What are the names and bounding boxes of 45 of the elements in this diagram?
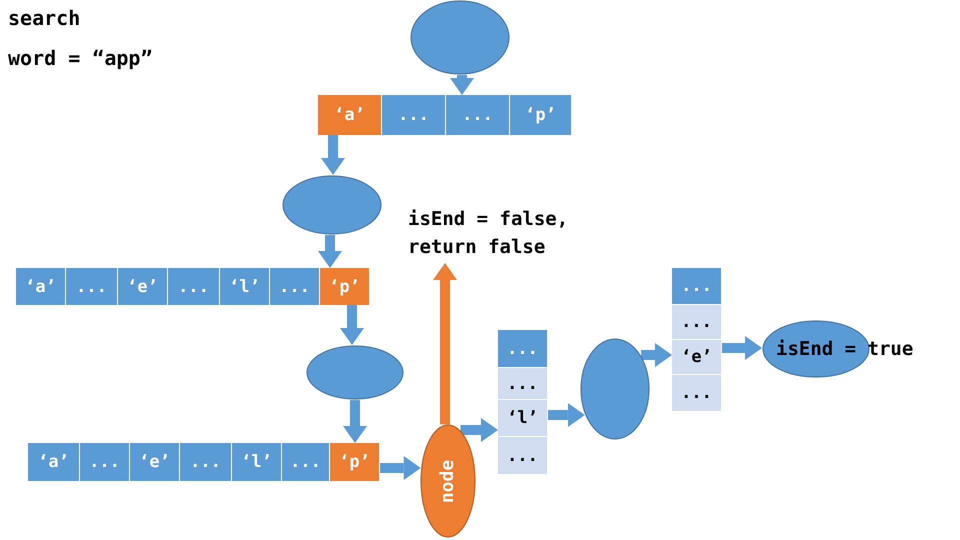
array-cell: ... xyxy=(446,95,510,135)
block-arrow xyxy=(450,74,474,95)
block-arrow xyxy=(460,418,498,442)
array-cell: ... xyxy=(66,268,118,305)
array-cell: ... xyxy=(168,268,220,305)
array-cell: ‘l’ xyxy=(232,443,282,481)
array-cell: ... xyxy=(498,437,548,475)
array-cell: ... xyxy=(80,443,130,481)
array-cell: ‘a’ xyxy=(16,268,66,305)
array-cell: ... xyxy=(498,368,548,400)
block-arrow xyxy=(343,400,367,443)
trie-node-ellipse xyxy=(282,175,382,235)
array-cell: ‘p’ xyxy=(330,443,380,481)
array-cell: ‘e’ xyxy=(130,443,180,481)
array-cell: ‘l’ xyxy=(220,268,270,305)
array-cell: ‘l’ xyxy=(498,400,548,437)
result-text: isEnd = false, return false xyxy=(408,205,588,263)
array-cell: ... xyxy=(180,443,232,481)
current-node-ellipse: node xyxy=(420,424,476,538)
block-arrow xyxy=(340,305,364,346)
array-cell: ... xyxy=(672,268,722,305)
array-cell: ‘p’ xyxy=(320,268,370,305)
code-text: word = “app” xyxy=(8,46,152,70)
array-cell: ‘e’ xyxy=(118,268,168,305)
block-arrow xyxy=(321,135,345,175)
array-cell: ... xyxy=(282,443,330,481)
block-arrow xyxy=(641,343,672,367)
code-text: search xyxy=(8,6,80,30)
array-cell: ... xyxy=(672,305,722,340)
array-cell: ... xyxy=(498,330,548,368)
array-cell: ‘a’ xyxy=(28,443,80,481)
trie-node-ellipse xyxy=(580,338,650,440)
trie-node-ellipse xyxy=(306,345,404,400)
array-cell: ... xyxy=(270,268,320,305)
trie-node-ellipse xyxy=(410,0,510,75)
block-arrow xyxy=(433,263,457,424)
block-arrow xyxy=(722,336,762,360)
array-cell: ‘e’ xyxy=(672,340,722,375)
array-cell: ‘a’ xyxy=(318,95,382,135)
block-arrow xyxy=(380,456,421,480)
block-arrow xyxy=(318,234,342,268)
array-cell: ... xyxy=(382,95,446,135)
block-arrow xyxy=(548,403,585,427)
array-cell: ‘p’ xyxy=(510,95,572,135)
array-cell: ... xyxy=(672,375,722,412)
